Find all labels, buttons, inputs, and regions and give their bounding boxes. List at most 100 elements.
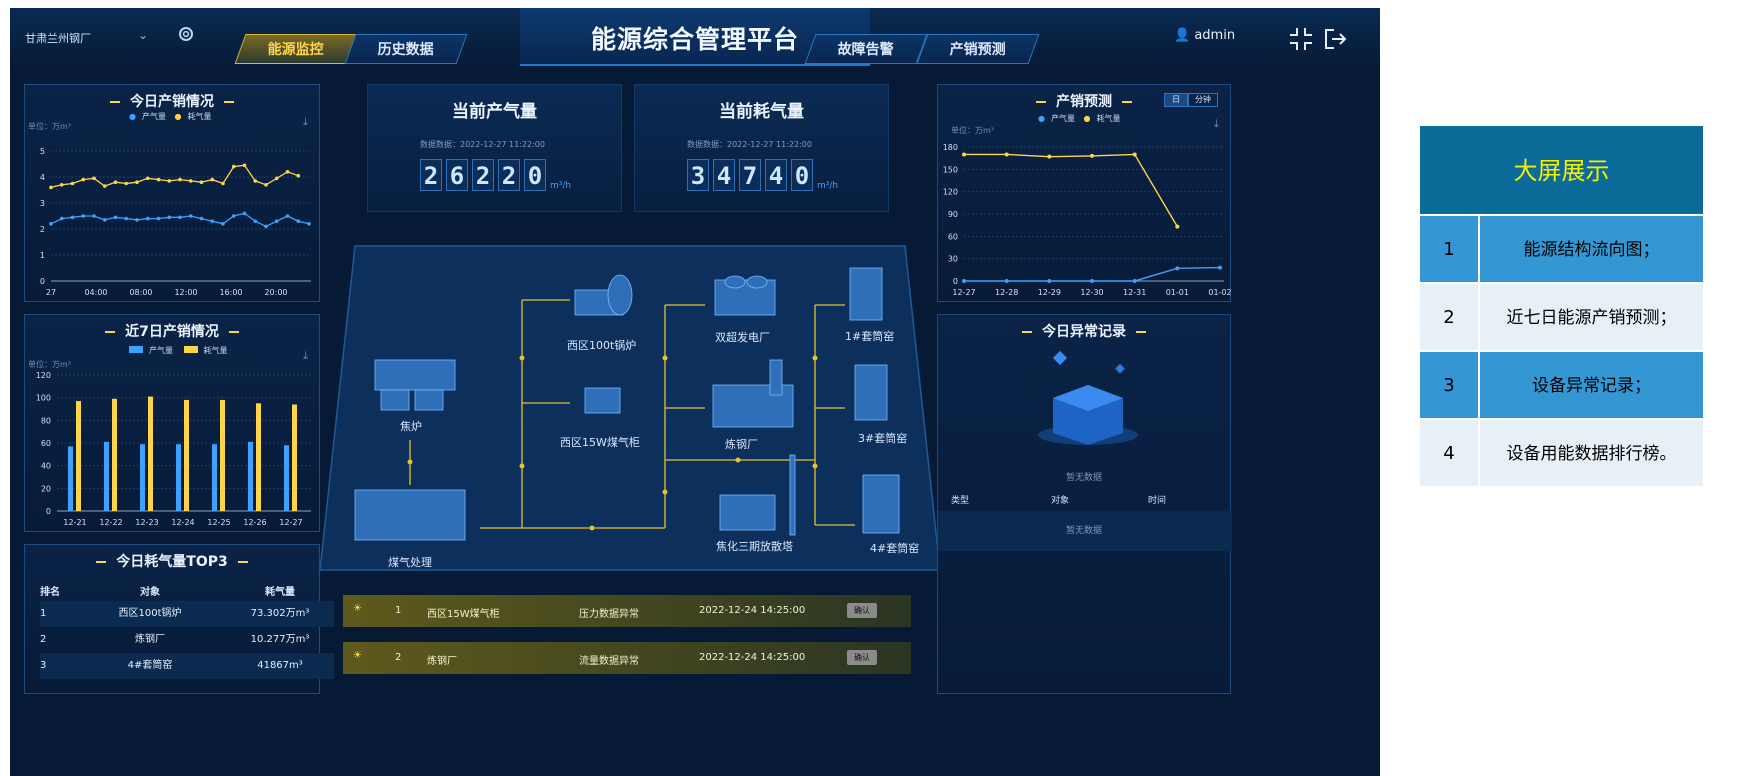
x-tick-label: 27 <box>46 288 56 297</box>
tab-fault-alarm[interactable]: 故障告警 <box>804 34 928 64</box>
exit-fullscreen-icon[interactable] <box>1288 26 1314 52</box>
tab-history[interactable]: 历史数据 <box>344 34 468 64</box>
x-tick-label: 04:00 <box>84 288 107 297</box>
y-tick-label: 3 <box>40 199 45 208</box>
data-point <box>113 180 118 184</box>
x-tick-label: 12-22 <box>99 518 122 527</box>
counter-produce-title: 当前产气量 <box>452 102 537 122</box>
data-point <box>210 219 215 223</box>
node-label-steel-plant: 炼钢厂 <box>725 438 758 451</box>
x-tick-label: 12-30 <box>1080 288 1103 297</box>
dashboard: 甘肃兰州钢厂 ⌄ 能源监控 历史数据 能源综合管理平台 故障告警 产销预测 👤 … <box>10 8 1380 776</box>
tab-energy-monitor[interactable]: 能源监控 <box>234 34 358 64</box>
data-point <box>231 214 236 218</box>
data-point <box>178 215 182 220</box>
y-tick-label: 120 <box>943 188 958 197</box>
download-icon[interactable]: ⤓ <box>303 349 308 362</box>
data-point <box>81 214 86 218</box>
panel-top3-title: 今日耗气量TOP3 <box>25 551 319 571</box>
data-point <box>188 214 193 218</box>
data-point <box>264 224 268 229</box>
empty-box-icon <box>1038 350 1138 445</box>
logout-icon[interactable] <box>1322 26 1348 52</box>
y-tick-label: 120 <box>36 371 51 380</box>
x-tick-label: 12:00 <box>174 288 197 297</box>
data-point <box>264 183 268 187</box>
y-tick-label: 180 <box>943 143 958 152</box>
user-menu[interactable]: 👤 admin <box>1174 28 1235 43</box>
forecast-day-button[interactable]: 日 <box>1164 93 1188 107</box>
today-legend: ●产气量 ●耗气量 <box>129 112 212 121</box>
confirm-button[interactable]: 确认 <box>847 603 877 618</box>
data-point <box>274 219 279 223</box>
data-point <box>59 183 64 187</box>
node-label-kiln-3: 3#套筒窑 <box>858 432 908 445</box>
data-point <box>307 222 311 226</box>
y-tick-label: 60 <box>948 232 958 241</box>
confirm-button[interactable]: 确认 <box>847 650 877 665</box>
empty-text: 暂无数据 <box>1066 473 1103 483</box>
y-tick-label: 90 <box>948 210 958 219</box>
panel-forecast-title: 产销预测 <box>938 91 1230 111</box>
counter-produce-time: 数据数据：2022-12-27 11:22:00 <box>420 140 545 149</box>
data-point <box>1047 279 1052 283</box>
data-point <box>188 179 193 183</box>
tab-forecast[interactable]: 产销预测 <box>916 34 1040 64</box>
forecast-unit: 单位：万m³ <box>951 126 994 135</box>
y-tick-label: 40 <box>41 462 51 471</box>
forecast-legend: ●产气量 ●耗气量 <box>1038 114 1121 123</box>
week-legend: 产气量 耗气量 <box>129 345 228 356</box>
data-point <box>1047 154 1052 159</box>
plant-select[interactable]: 甘肃兰州钢厂 <box>25 32 91 45</box>
anomaly-empty-row: 暂无数据 <box>938 511 1232 551</box>
x-tick-label: 12-26 <box>243 518 266 527</box>
data-point <box>1218 265 1222 270</box>
data-point <box>221 181 225 186</box>
x-tick-label: 08:00 <box>129 288 152 297</box>
side-title: 大屏展示 <box>1420 126 1703 216</box>
bar <box>284 445 289 511</box>
chevron-down-icon[interactable]: ⌄ <box>138 28 149 42</box>
node-label-coke-oven: 焦炉 <box>400 420 422 433</box>
data-point <box>124 216 129 221</box>
data-point <box>156 177 161 182</box>
data-point <box>1175 224 1180 229</box>
col-time: 时间 <box>1148 496 1167 506</box>
node-label-kiln-4: 4#套筒窑 <box>870 542 920 555</box>
bar <box>176 444 181 511</box>
download-icon[interactable]: ⤓ <box>303 115 308 128</box>
x-tick-label: 12-25 <box>207 518 230 527</box>
node-label-boiler: 西区100t锅炉 <box>567 339 637 352</box>
download-icon[interactable]: ⤓ <box>1214 117 1219 130</box>
x-tick-label: 12-27 <box>279 518 302 527</box>
data-point <box>231 164 236 169</box>
forecast-minute-button[interactable]: 分钟 <box>1188 93 1218 107</box>
gear-icon[interactable] <box>176 24 196 44</box>
user-icon: 👤 <box>1174 28 1191 43</box>
bar <box>76 401 81 511</box>
data-point <box>1004 279 1009 283</box>
data-point <box>167 215 172 220</box>
panel-anomaly: 今日异常记录 暂无数据 类型 对象 时间 暂无数据 <box>937 314 1232 694</box>
bar <box>248 441 253 511</box>
data-point <box>253 179 258 183</box>
series-line-0 <box>50 212 310 228</box>
data-point <box>81 177 86 182</box>
user-name: admin <box>1194 28 1236 43</box>
data-point <box>1004 152 1009 157</box>
data-point <box>1132 152 1137 157</box>
